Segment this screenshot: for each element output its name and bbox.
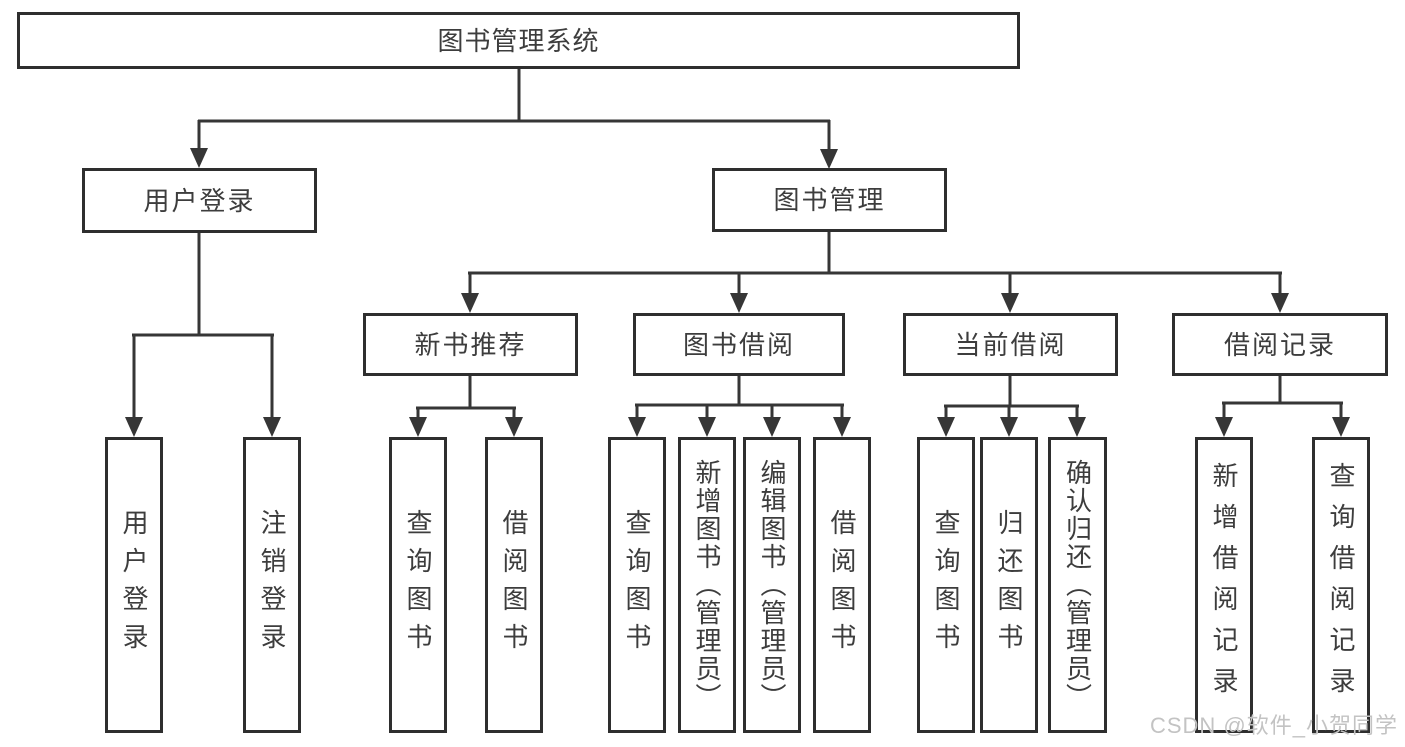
csdn-watermark: CSDN @软件_小贺同学 [1149,713,1398,738]
arrowheads-current-borrow [937,417,1086,437]
leaf-query-books-borrow: 查询图书 [608,437,666,733]
leaf-query-borrow-record: 查询借阅记录 [1312,437,1370,733]
connector-root [197,68,831,153]
node-current-borrowing: 当前借阅 [903,313,1118,376]
node-user-login: 用户登录 [82,168,317,233]
leaf-borrow-books: 借阅图书 [813,437,871,733]
leaf-user-login: 用户登录 [105,437,163,733]
node-new-book-recommendation: 新书推荐 [363,313,578,376]
leaf-add-borrow-record: 新增借阅记录 [1195,437,1253,733]
arrowheads-level2 [190,148,838,169]
node-library-management-system: 图书管理系统 [17,12,1020,69]
node-book-borrowing: 图书借阅 [633,313,845,376]
connector-new-book [416,376,516,421]
leaf-add-books-admin: 新增图书（管理员） [678,437,736,733]
leaf-query-books-current: 查询图书 [917,437,975,733]
connector-borrow-records [1222,376,1343,421]
arrowheads-new-book [409,417,523,437]
node-borrowing-records: 借阅记录 [1172,313,1388,376]
leaf-logout: 注销登录 [243,437,301,733]
connector-book-borrow [635,376,844,421]
connector-user-login [132,233,274,421]
arrowheads-level3 [461,293,1289,313]
connector-current-borrow [944,376,1079,421]
arrowheads-book-borrow [628,417,851,437]
arrowheads-user-login [125,417,281,437]
leaf-return-books: 归还图书 [980,437,1038,733]
leaf-query-books-recommend: 查询图书 [389,437,447,733]
node-book-management: 图书管理 [712,168,947,232]
arrowheads-borrow-records [1215,417,1350,437]
connector-book-management [468,232,1282,297]
leaf-borrow-books-recommend: 借阅图书 [485,437,543,733]
leaf-edit-books-admin: 编辑图书（管理员） [743,437,801,733]
leaf-confirm-return-admin: 确认归还（管理员） [1048,437,1107,733]
